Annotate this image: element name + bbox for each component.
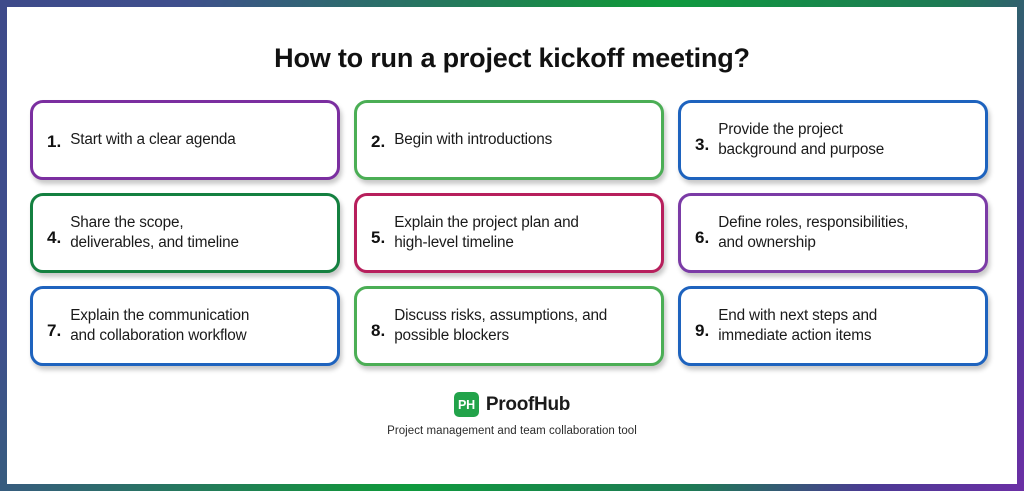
footer-brand: PH ProofHub Project management and team … bbox=[7, 392, 1017, 437]
step-number-2: 2. bbox=[371, 131, 386, 151]
step-number-5: 5. bbox=[371, 228, 386, 247]
step-card-4[interactable]: 4. Share the scope, deliverables, and ti… bbox=[30, 193, 340, 273]
step-line: and ownership bbox=[718, 234, 816, 251]
step-text-4: Share the scope, deliverables, and timel… bbox=[70, 213, 239, 253]
step-card-3[interactable]: 3. Provide the project background and pu… bbox=[678, 100, 988, 180]
brand-lockup: PH ProofHub bbox=[453, 392, 571, 417]
step-number-8: 8. bbox=[371, 321, 386, 340]
step-line: Discuss risks, assumptions, and bbox=[394, 306, 608, 324]
brand-tagline: Project management and team collaboratio… bbox=[387, 425, 637, 437]
step-line: possible blockers bbox=[394, 327, 509, 344]
step-number-3: 3. bbox=[695, 135, 710, 154]
step-line: background and purpose bbox=[718, 141, 885, 158]
step-text-1: Start with a clear agenda bbox=[70, 130, 236, 150]
step-card-1[interactable]: 1. Start with a clear agenda bbox=[30, 100, 340, 180]
step-card-7[interactable]: 7. Explain the communication and collabo… bbox=[30, 286, 340, 366]
step-number-9: 9. bbox=[695, 321, 710, 340]
step-line: high-level timeline bbox=[394, 234, 514, 251]
step-card-9[interactable]: 9. End with next steps and immediate act… bbox=[678, 286, 988, 366]
step-card-6[interactable]: 6. Define roles, responsibilities, and o… bbox=[678, 193, 988, 273]
step-text-7: Explain the communication and collaborat… bbox=[70, 306, 249, 346]
step-line: Start with a clear agenda bbox=[70, 130, 236, 148]
step-line: deliverables, and timeline bbox=[70, 234, 239, 251]
step-text-8: Discuss risks, assumptions, and possible… bbox=[394, 306, 607, 346]
step-line: and collaboration workflow bbox=[70, 327, 247, 344]
step-card-2[interactable]: 2. Begin with introductions bbox=[354, 100, 664, 180]
steps-grid: 1. Start with a clear agenda 2. Begin wi… bbox=[30, 100, 994, 366]
proofhub-logo-icon: PH bbox=[453, 392, 479, 417]
step-line: Begin with introductions bbox=[394, 130, 553, 148]
step-text-5: Explain the project plan and high-level … bbox=[394, 213, 579, 253]
step-number-1: 1. bbox=[47, 131, 62, 151]
infographic-canvas: How to run a project kickoff meeting? 1.… bbox=[7, 7, 1017, 484]
step-line: Explain the project plan and bbox=[394, 213, 579, 231]
step-number-6: 6. bbox=[695, 228, 710, 247]
page-title: How to run a project kickoff meeting? bbox=[274, 43, 750, 73]
step-line: Define roles, responsibilities, bbox=[718, 213, 909, 231]
step-text-9: End with next steps and immediate action… bbox=[718, 306, 877, 346]
step-line: immediate action items bbox=[718, 327, 872, 344]
step-card-8[interactable]: 8. Discuss risks, assumptions, and possi… bbox=[354, 286, 664, 366]
step-line: Explain the communication bbox=[70, 306, 250, 324]
step-card-5[interactable]: 5. Explain the project plan and high-lev… bbox=[354, 193, 664, 273]
step-text-3: Provide the project background and purpo… bbox=[718, 120, 884, 160]
step-number-4: 4. bbox=[47, 228, 62, 247]
step-text-2: Begin with introductions bbox=[394, 130, 552, 150]
step-line: Provide the project bbox=[718, 120, 843, 138]
step-line: End with next steps and bbox=[718, 306, 878, 324]
step-number-7: 7. bbox=[47, 321, 62, 340]
step-text-6: Define roles, responsibilities, and owne… bbox=[718, 213, 908, 253]
step-line: Share the scope, bbox=[70, 213, 184, 231]
brand-name: ProofHub bbox=[485, 393, 571, 415]
